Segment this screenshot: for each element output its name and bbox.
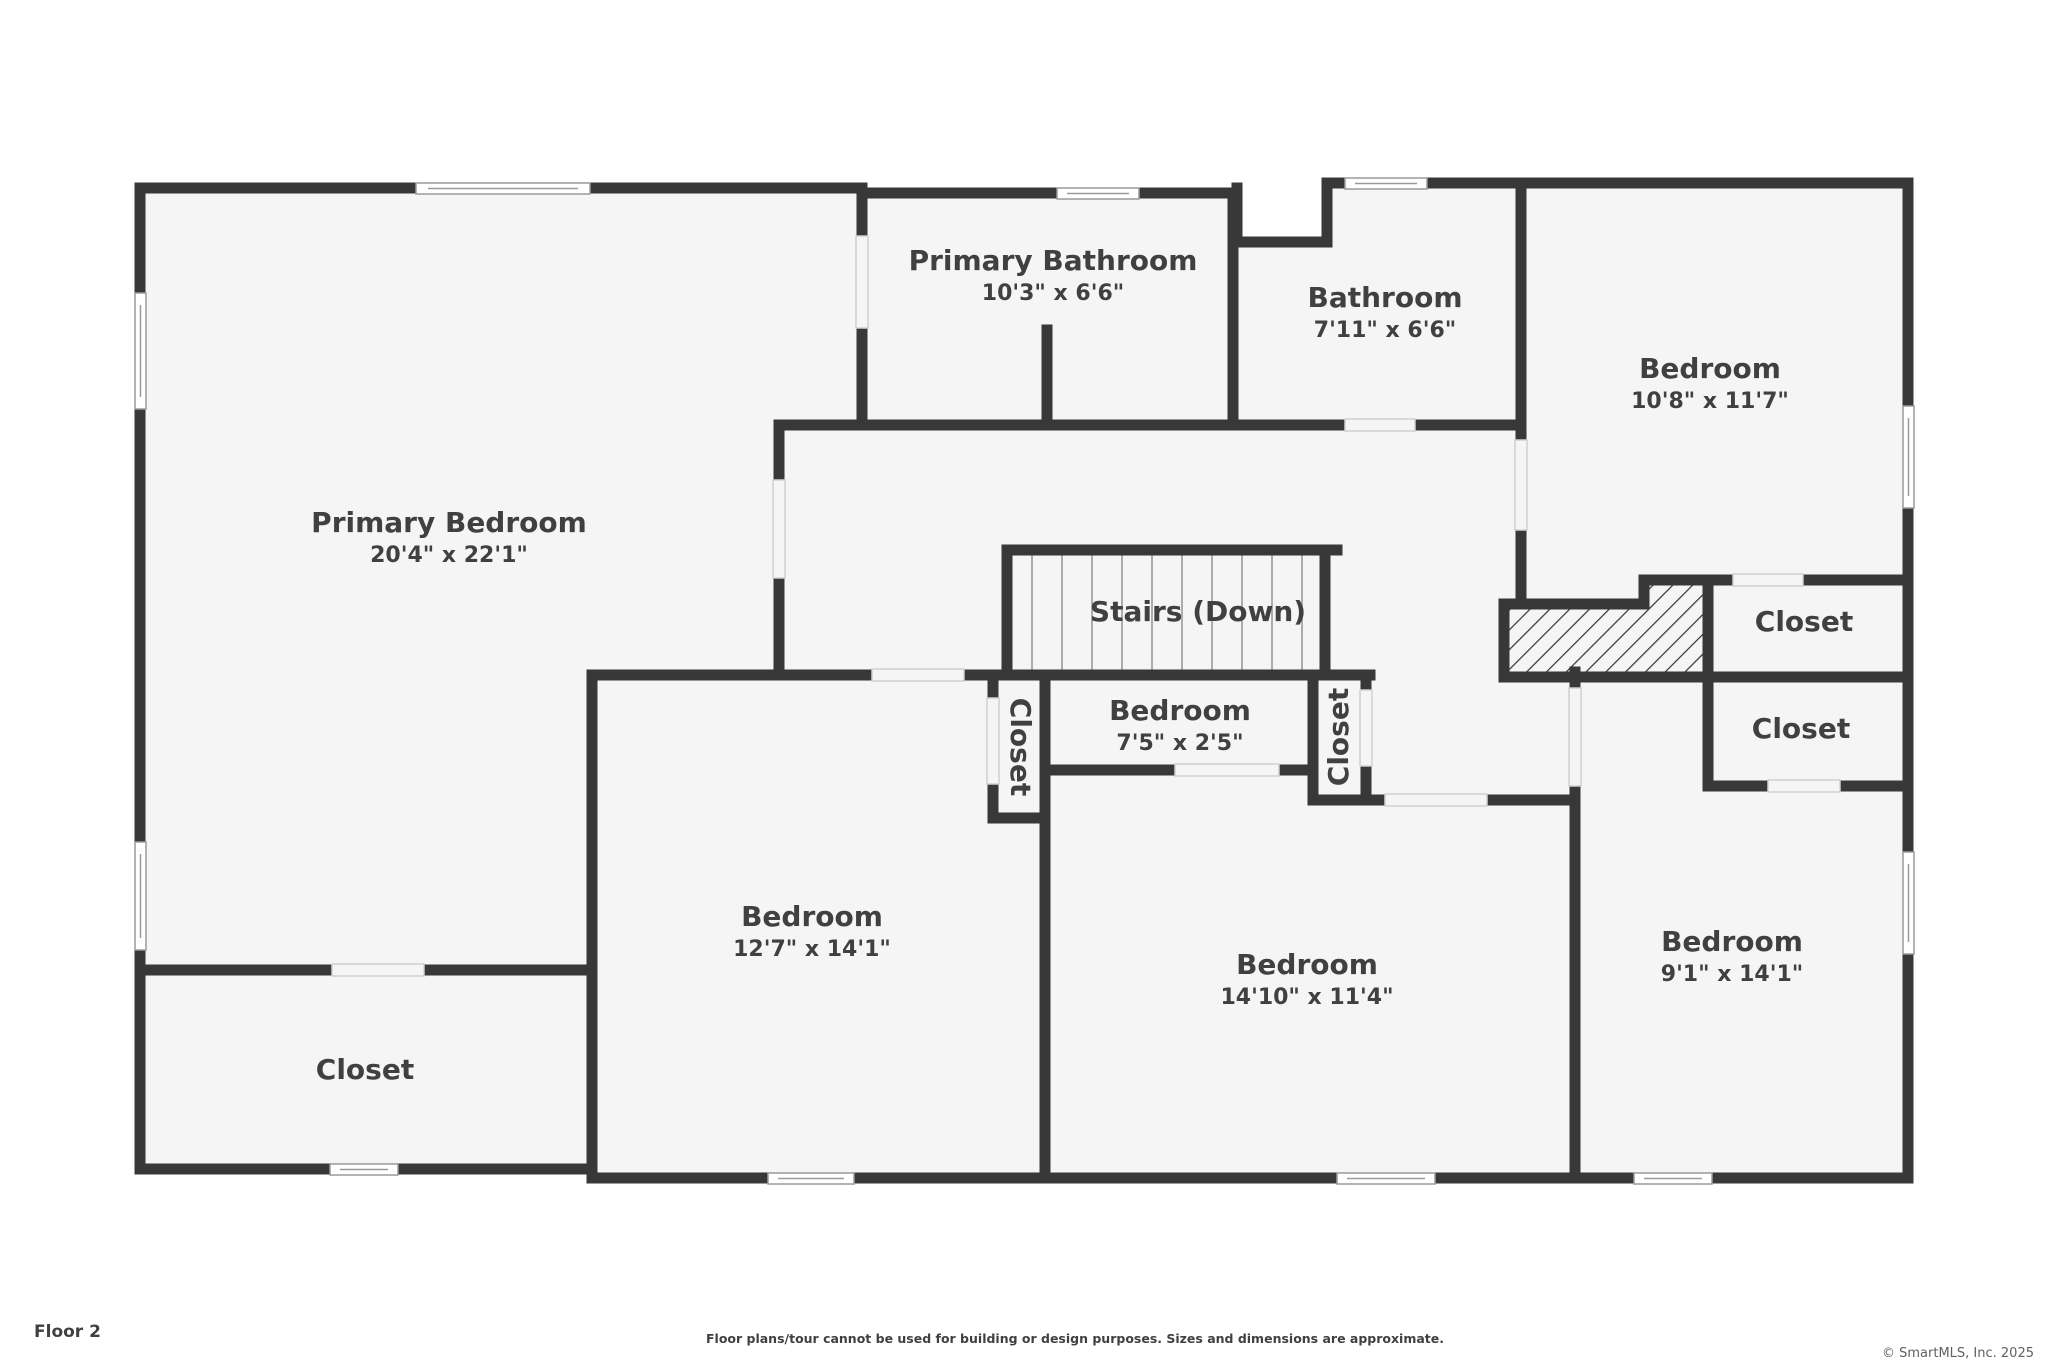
room-stairs-name: Stairs (Down) — [1090, 595, 1306, 628]
room-bedroom-small-name: Bedroom — [1109, 694, 1251, 727]
room-bedroom-se-name: Bedroom — [1661, 925, 1803, 958]
room-closet-east-lower-name: Closet — [1752, 712, 1850, 745]
exterior-lower-left — [140, 1172, 590, 1192]
room-closet-east-upper-name: Closet — [1755, 605, 1853, 638]
room-bedroom-sw-name: Bedroom — [741, 900, 883, 933]
room-bedroom-ne-name: Bedroom — [1639, 352, 1781, 385]
room-primary-bathroom-dims: 10'3" x 6'6" — [982, 281, 1124, 306]
windows — [134, 177, 1915, 1185]
door-openings — [331, 235, 1841, 977]
room-bathroom-name: Bathroom — [1307, 281, 1462, 314]
floor-fills — [140, 183, 1910, 1178]
room-bedroom-se-dims: 9'1" x 14'1" — [1661, 962, 1803, 987]
room-closet-vertical-right-name: Closet — [1322, 688, 1355, 786]
room-primary-bedroom-name: Primary Bedroom — [311, 506, 587, 539]
exterior-notch — [1240, 180, 1327, 242]
room-bedroom-sw-dims: 12'7" x 14'1" — [733, 937, 891, 962]
room-closet-vertical-left-name: Closet — [1004, 698, 1037, 796]
room-bedroom-small-dims: 7'5" x 2'5" — [1116, 731, 1243, 756]
floor-label: Floor 2 — [34, 1322, 101, 1342]
room-primary-bathroom-name: Primary Bathroom — [909, 244, 1198, 277]
room-closet-west-name: Closet — [316, 1053, 414, 1086]
room-bedroom-ne-dims: 10'8" x 11'7" — [1631, 389, 1789, 414]
room-bedroom-s-dims: 14'10" x 11'4" — [1220, 985, 1393, 1010]
room-bedroom-s-name: Bedroom — [1236, 948, 1378, 981]
room-bathroom-dims: 7'11" x 6'6" — [1314, 318, 1456, 343]
stairs-steps — [1031, 555, 1303, 670]
room-primary-bedroom-dims: 20'4" x 22'1" — [370, 543, 528, 568]
disclaimer-text: Floor plans/tour cannot be used for buil… — [706, 1331, 1444, 1346]
copyright-text: © SmartMLS, Inc. 2025 — [1881, 1346, 2034, 1361]
room-labels: Primary Bedroom 20'4" x 22'1" Primary Ba… — [311, 244, 1853, 1086]
